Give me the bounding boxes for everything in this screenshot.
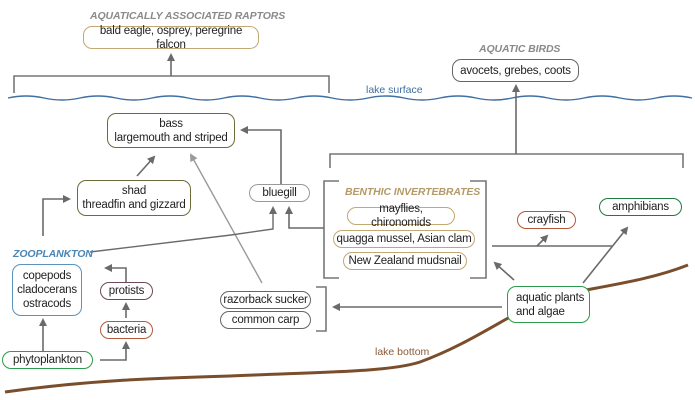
arrow-phyto-bacteria bbox=[100, 341, 130, 361]
node-mayflies: mayflies, chironomids bbox=[347, 203, 455, 229]
node-text: threadfin and gizzard bbox=[82, 199, 186, 211]
arrow-zoo-shad bbox=[42, 195, 71, 236]
benthic-bracket-right bbox=[470, 180, 487, 279]
node-quagga: quagga mussel, Asian clam bbox=[333, 230, 475, 248]
node-text: copepods bbox=[22, 270, 72, 282]
arrow-protists-zoo bbox=[104, 264, 127, 282]
node-bluegill: bluegill bbox=[249, 184, 310, 202]
node-text: New Zealand mudsnail bbox=[348, 255, 462, 267]
node-text: cladocerans bbox=[17, 284, 77, 296]
node-text: bass bbox=[159, 117, 183, 130]
node-zooplankton: copepods cladocerans ostracods bbox=[12, 264, 82, 316]
node-crayfish: crayfish bbox=[517, 211, 576, 229]
node-text: bald eagle, osprey, peregrine falcon bbox=[99, 24, 243, 51]
aquatic-birds-title: AQUATIC BIRDS bbox=[479, 43, 561, 55]
node-text: bacteria bbox=[106, 324, 147, 336]
node-text: largemouth and striped bbox=[114, 131, 228, 144]
zooplankton-title: ZOOPLANKTON bbox=[13, 248, 93, 260]
node-text: quagga mussel, Asian clam bbox=[336, 233, 472, 245]
node-protists: protists bbox=[100, 282, 153, 300]
node-text: shad bbox=[121, 185, 147, 197]
node-bass: bass largemouth and striped bbox=[107, 113, 235, 148]
node-text: and algae bbox=[516, 305, 565, 318]
node-text: common carp bbox=[231, 314, 300, 326]
arrow-zoo-bluegill bbox=[89, 206, 277, 253]
arrow-bluegill-bass bbox=[240, 126, 282, 184]
arrow-to-crayfish bbox=[536, 234, 549, 247]
raptors-title: AQUATICALLY ASSOCIATED RAPTORS bbox=[90, 10, 286, 22]
arrow-plants-benthic bbox=[493, 261, 515, 281]
node-aquatic-birds: avocets, grebes, coots bbox=[452, 59, 579, 82]
node-text: aquatic plants bbox=[516, 291, 585, 304]
node-bacteria: bacteria bbox=[100, 321, 153, 339]
lake-surface-line bbox=[7, 95, 693, 101]
node-text: bluegill bbox=[262, 187, 297, 199]
node-text: crayfish bbox=[527, 214, 566, 226]
node-amphibians: amphibians bbox=[599, 198, 682, 216]
node-phytoplankton: phytoplankton bbox=[2, 351, 93, 369]
lake-surface-label: lake surface bbox=[366, 84, 423, 96]
node-razorback: razorback sucker bbox=[220, 291, 311, 309]
lake-bottom-line bbox=[4, 263, 689, 394]
node-mudsnail: New Zealand mudsnail bbox=[343, 252, 467, 270]
lake-bottom-label: lake bottom bbox=[375, 346, 430, 358]
fish-bracket bbox=[316, 286, 327, 332]
arrow-shad-bass bbox=[136, 155, 156, 177]
raptor-bracket bbox=[13, 75, 330, 93]
node-raptors: bald eagle, osprey, peregrine falcon bbox=[83, 24, 259, 51]
node-shad: shad threadfin and gizzard bbox=[77, 180, 191, 216]
node-text: mayflies, chironomids bbox=[371, 203, 431, 229]
node-carp: common carp bbox=[220, 311, 311, 329]
node-aquatic-plants: aquatic plants and algae bbox=[507, 286, 590, 323]
node-text: ostracods bbox=[22, 298, 72, 310]
benthic-bracket-left bbox=[323, 180, 339, 279]
benthic-title: BENTHIC INVERTEBRATES bbox=[345, 186, 481, 198]
node-text: razorback sucker bbox=[223, 294, 308, 306]
node-text: protists bbox=[108, 285, 145, 297]
node-text: avocets, grebes, coots bbox=[460, 64, 571, 77]
node-text: phytoplankton bbox=[12, 354, 82, 366]
birds-bracket bbox=[329, 153, 684, 168]
arrow-plants-amphibians bbox=[582, 226, 629, 284]
node-text: amphibians bbox=[612, 201, 669, 213]
arrow-benthic-bluegill bbox=[285, 206, 324, 229]
arrow-razorback-bass bbox=[190, 153, 263, 284]
